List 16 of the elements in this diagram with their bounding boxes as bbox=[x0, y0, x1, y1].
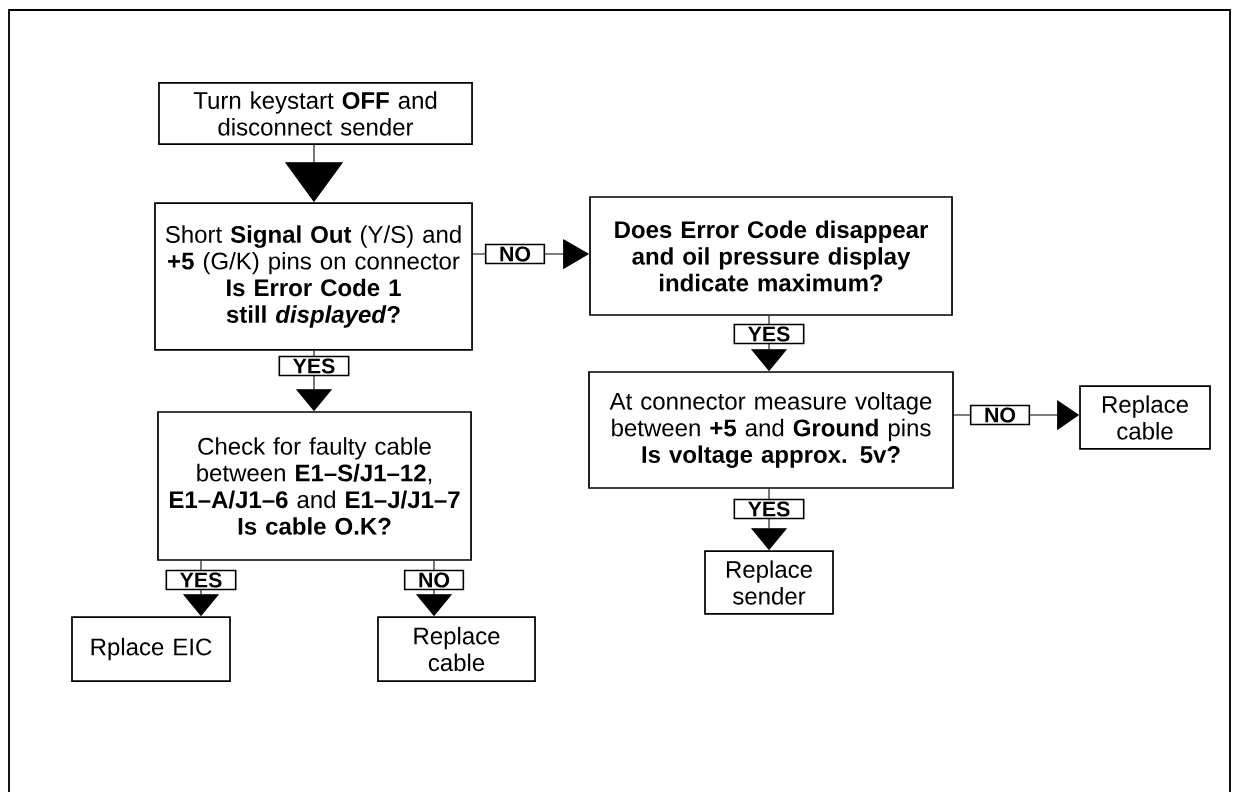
edge-label: YES bbox=[165, 569, 237, 591]
result-box: Replace cable bbox=[377, 616, 536, 682]
edge-label: NO bbox=[484, 243, 546, 265]
edge-label: NO bbox=[403, 569, 465, 591]
edge-label: YES bbox=[278, 355, 350, 377]
question-box: Short Signal Out (Y/S) and +5 (G/K) pins on connector Is Error Code 1 still displayed? bbox=[154, 202, 473, 351]
question-box: At connector measure voltage between +5 and Ground pins Is voltage approx. 5v? bbox=[588, 371, 954, 489]
question-box: Does Error Code disappear and oil pressure display indicate maximum? bbox=[589, 196, 953, 316]
result-box: Rplace EIC bbox=[71, 616, 231, 682]
question-box: Check for faulty cable between E1–S/J1–12, E1–A/J1–6 and E1–J/J1–7 Is cable O.K? bbox=[157, 411, 472, 561]
process-box: Turn keystart OFF and disconnect sender bbox=[158, 82, 473, 145]
edge-label: NO bbox=[969, 404, 1031, 426]
result-box: Replace sender bbox=[704, 550, 834, 615]
edge-label: YES bbox=[733, 323, 805, 345]
result-box: Replace cable bbox=[1079, 385, 1211, 450]
edge-label: YES bbox=[733, 498, 805, 520]
